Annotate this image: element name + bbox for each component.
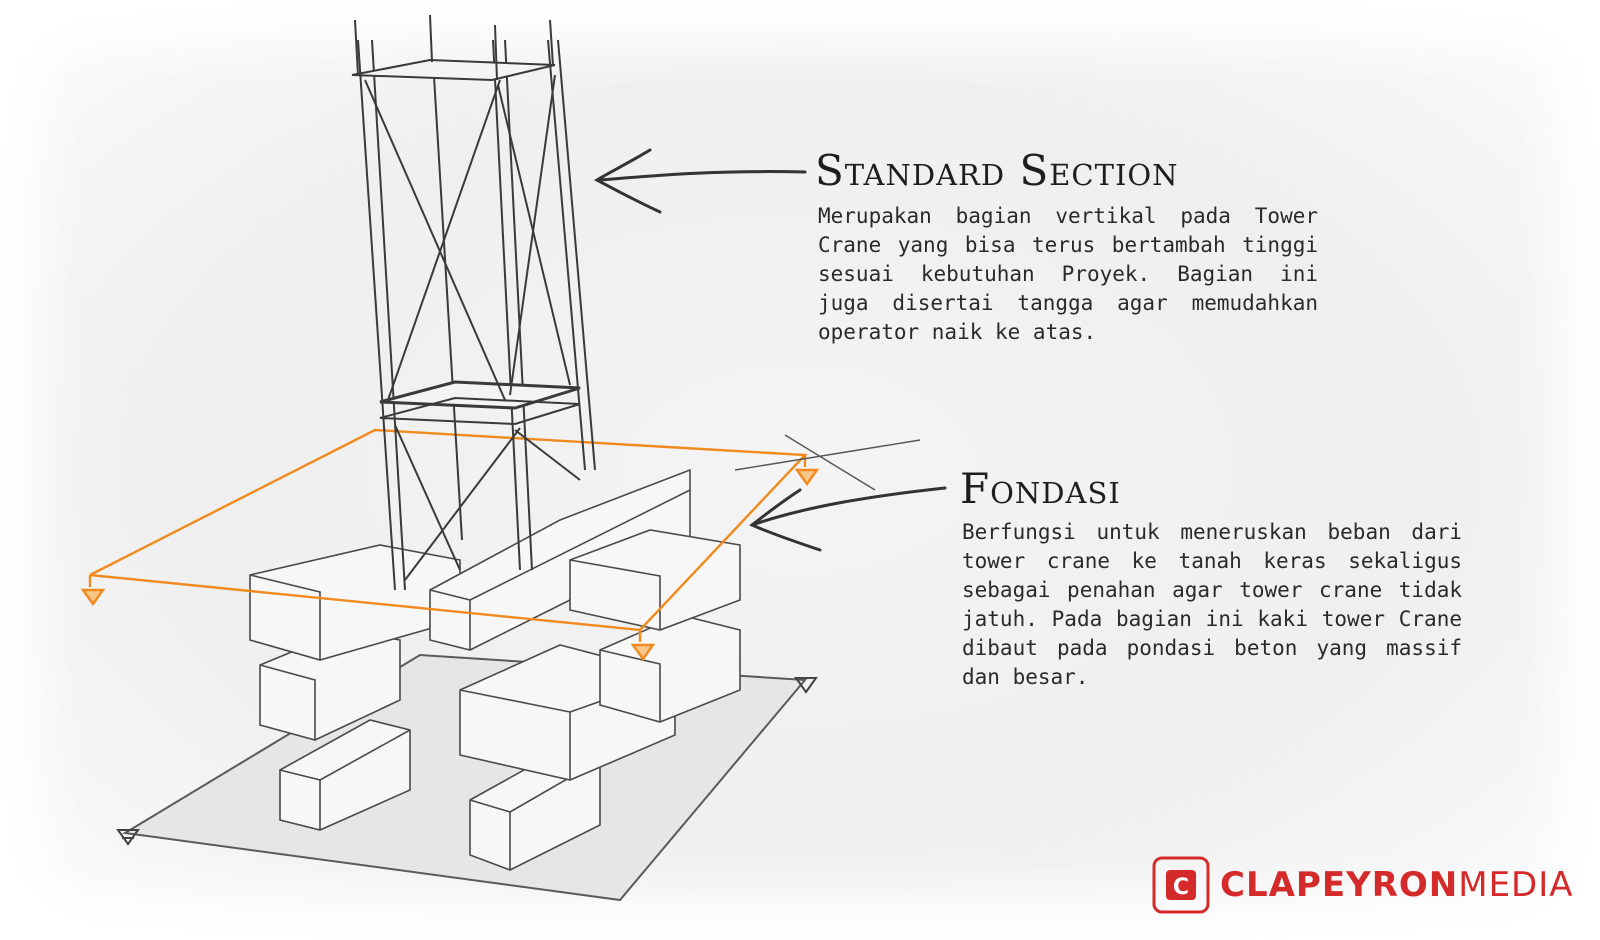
fondasi-title: Fondasi	[960, 464, 1121, 513]
standard-section-description: Merupakan bagian vertikal pada Tower Cra…	[818, 204, 1318, 344]
brand-name-bold: CLAPEYRON	[1220, 865, 1459, 905]
arrow-left-icon	[593, 148, 807, 214]
arrow-left-icon	[749, 486, 947, 552]
brand-name-light: MEDIA	[1458, 865, 1574, 905]
foundation-blocks	[249, 468, 741, 871]
anchor-frame	[80, 428, 820, 662]
axis-cross	[734, 434, 921, 491]
logo-emblem-icon: C	[1152, 856, 1210, 914]
brand-logo: C CLAPEYRONMEDIA	[1152, 856, 1574, 914]
ground-support-icon	[116, 677, 818, 846]
tower-mast	[351, 14, 596, 591]
emblem-letter: C	[1173, 875, 1189, 900]
fondasi-description: Berfungsi untuk meneruskan beban dari to…	[962, 520, 1462, 689]
standard-section-title: Standard Section	[815, 146, 1179, 195]
brand-name: CLAPEYRONMEDIA	[1220, 865, 1574, 905]
